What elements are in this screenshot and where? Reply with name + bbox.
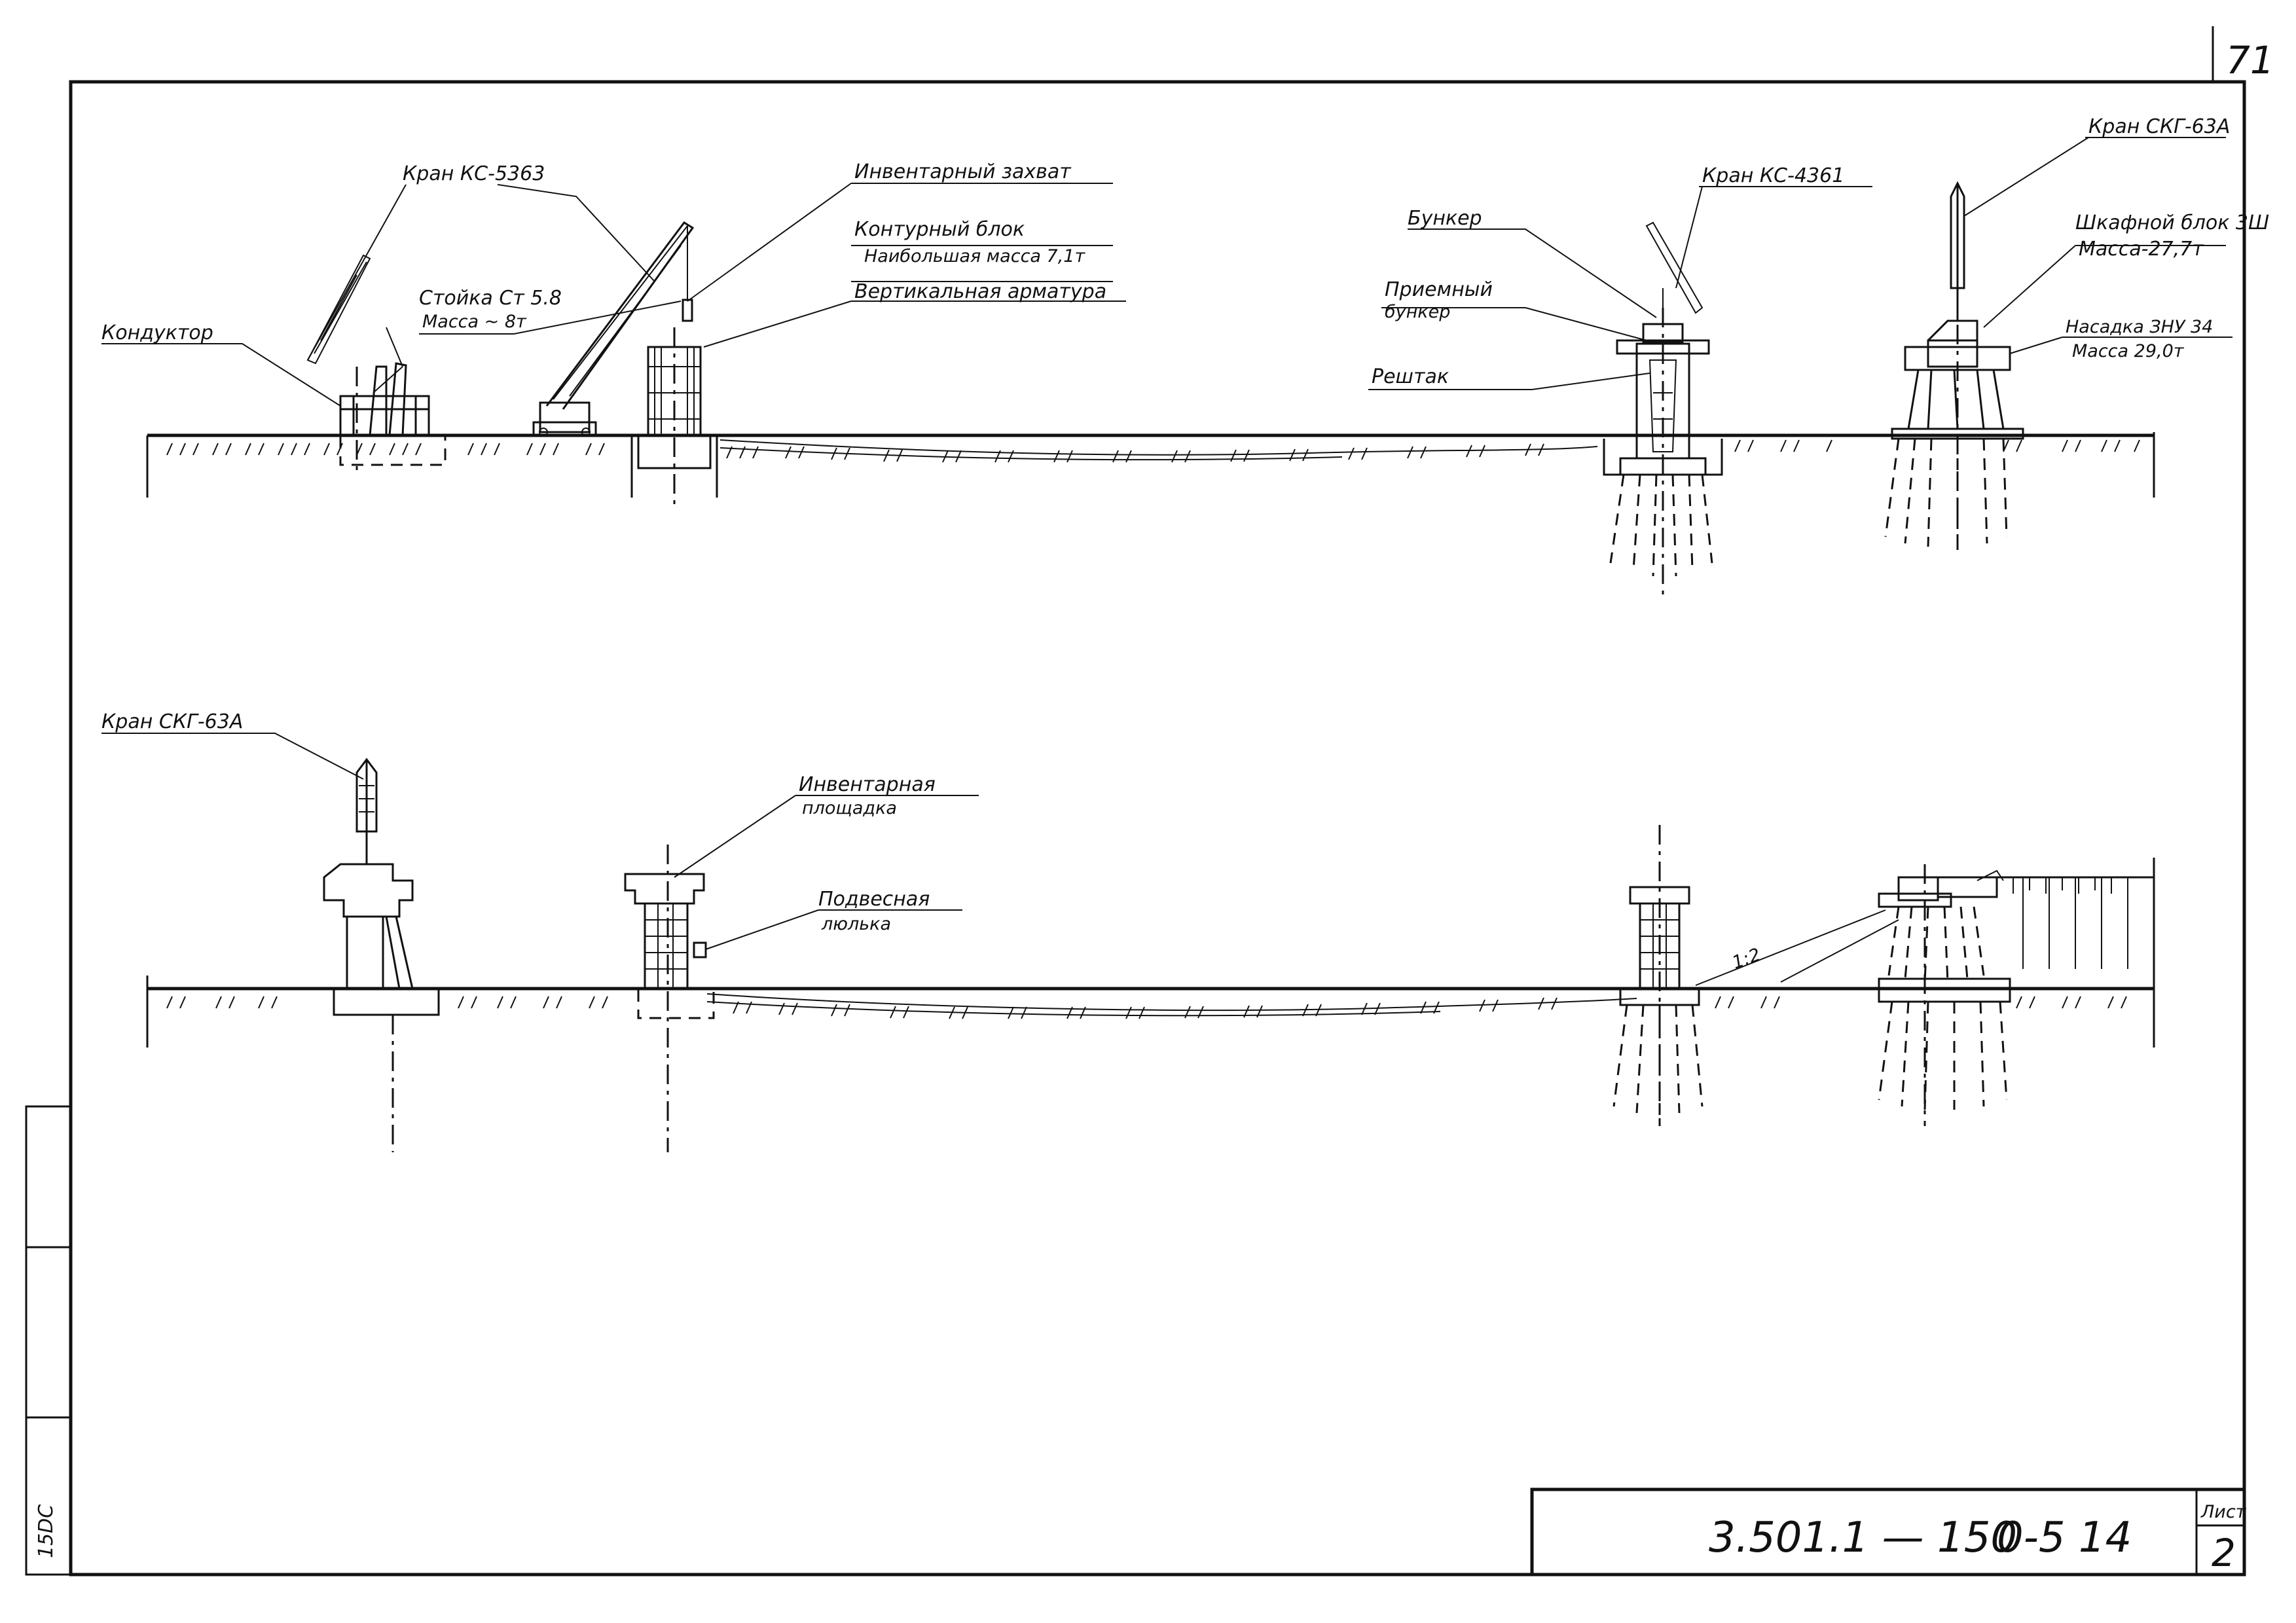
label-grate: Рештак [1372, 365, 1449, 388]
bottom-ground-hatch [166, 996, 2127, 1019]
pier-grid-with-platform [624, 845, 715, 1152]
top-ground-line [146, 432, 2155, 498]
document-code: 3.501.1 — 150 [1709, 1514, 2017, 1562]
bottom-leader-lines [101, 733, 979, 950]
label-crane-skg63a-bottom: Кран СКГ-63А [101, 710, 243, 733]
label-inventory-grab: Инвентарный захват [854, 160, 1072, 183]
label-stand: Стойка Ст 5.8 [419, 287, 562, 310]
document-part: 0-5 14 [1997, 1514, 2132, 1562]
pier-with-rebar [630, 327, 718, 504]
label-stand-mass: Масса ~ 8т [422, 312, 527, 332]
pier-with-cap-bottom-left [323, 757, 440, 1152]
pier-with-cap-top [1884, 181, 2024, 550]
label-cabinet-block: Шкафной блок 3Ш [2075, 211, 2269, 234]
label-crane-skg63a-top: Кран СКГ-63А [2088, 115, 2230, 138]
label-hanging-cradle-line2: люлька [821, 914, 891, 934]
label-hanging-cradle-line1: Подвесная [818, 888, 930, 911]
label-contour-block: Контурный блок [854, 218, 1025, 241]
label-slope: 1:2 [1730, 945, 1763, 974]
label-contour-block-mass: Наибольшая масса 7,1т [864, 246, 1085, 266]
crane-ks5363-drawing [532, 221, 695, 437]
label-cap: Насадка ЗНУ 34 [2066, 317, 2213, 337]
label-crane-ks5363: Кран КС-5363 [403, 162, 545, 185]
label-vertical-rebar: Вертикальная арматура [854, 280, 1106, 303]
top-leader-lines [101, 137, 2232, 407]
label-cap-mass: Масса 29,0т [2072, 341, 2185, 361]
drawing-frame [25, 26, 2246, 1577]
bottom-ground-line [146, 858, 2155, 1048]
sheet-number: 2 [2212, 1531, 2236, 1575]
label-receiving-bunker-line1: Приемный [1385, 278, 1493, 301]
label-cabinet-block-mass: Масса-27,7т [2079, 238, 2204, 261]
pier-grid-bottom-right [1613, 825, 1704, 1126]
label-crane-ks4361: Кран КС-4361 [1702, 164, 1844, 187]
label-bunker: Бункер [1408, 207, 1482, 230]
title-block [1530, 1487, 2246, 1577]
label-inventory-platform-line1: Инвентарная [799, 773, 936, 796]
embankment-with-cap [1695, 864, 2154, 1126]
conductor-structure [306, 254, 446, 471]
label-inventory-platform-line2: площадка [802, 798, 897, 818]
margin-note: 15DC [35, 1504, 58, 1558]
top-ground-hatch [166, 439, 2140, 463]
sheet-label: Лист [2200, 1502, 2247, 1522]
label-receiving-bunker-line2: бункер [1385, 302, 1450, 322]
label-conductor: Кондуктор [101, 321, 213, 344]
page-number: 71 [2226, 38, 2274, 82]
pier-with-bunker [1603, 221, 1723, 596]
